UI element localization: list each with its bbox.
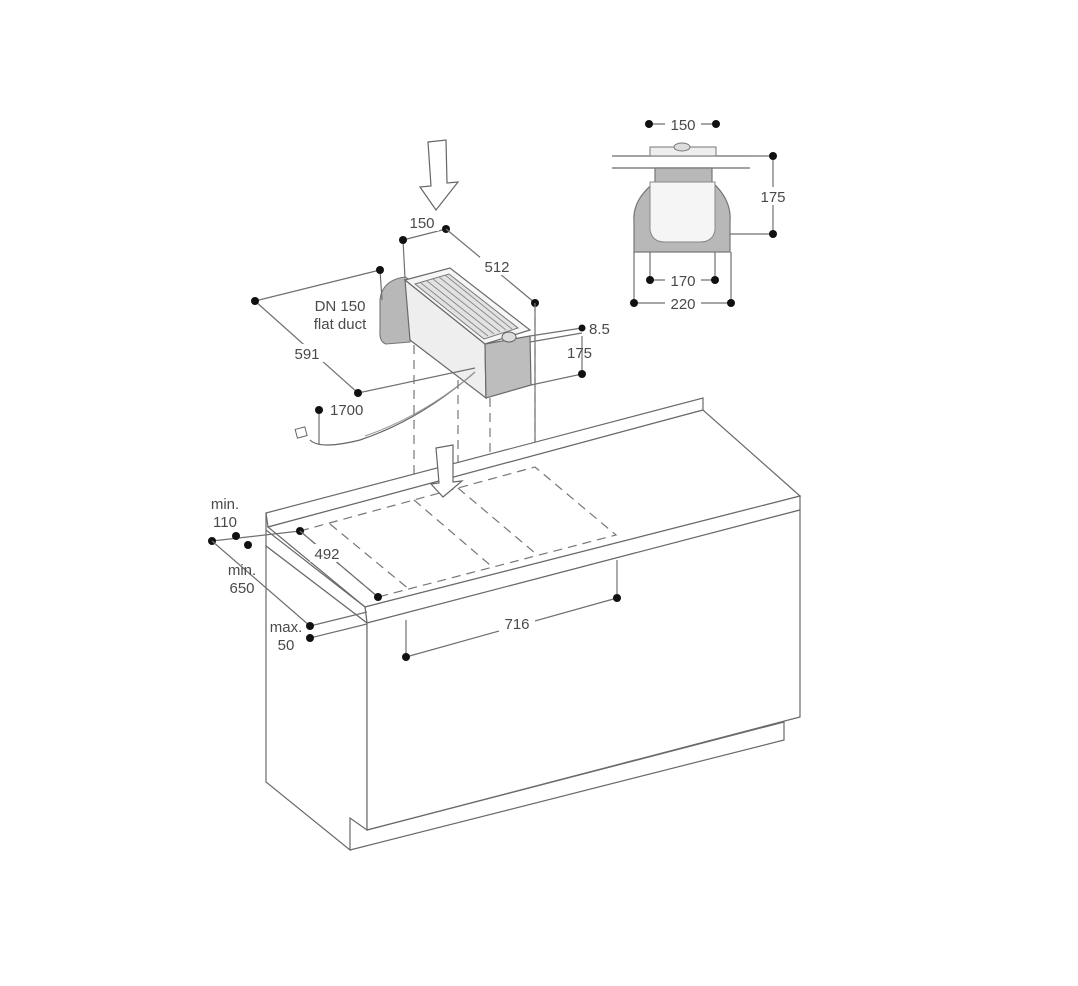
unit-depth-label: 591 <box>294 346 319 363</box>
duct-label-line1: DN 150 <box>315 298 366 315</box>
duct-label-line2: flat duct <box>314 316 367 333</box>
cable-length-label: 1700 <box>330 402 363 419</box>
section-outer-width-label: 220 <box>670 296 695 313</box>
min-rear-distance-label: 110 <box>213 514 237 531</box>
min-label-b: min. <box>228 562 256 579</box>
section-inner-width-label: 170 <box>670 273 695 290</box>
min-worktop-depth-label: 650 <box>229 580 254 597</box>
min-label-a: min. <box>211 496 239 513</box>
flat-duct-shape <box>379 276 411 345</box>
max-label: max. <box>270 619 303 636</box>
insertion-arrow-lower-icon <box>429 444 464 498</box>
cutout-width-label: 716 <box>504 616 529 633</box>
max-worktop-thickness-label: 50 <box>278 637 295 654</box>
unit-height-label: 175 <box>567 345 592 362</box>
control-knob-icon <box>501 331 517 343</box>
cutout-depth-label: 492 <box>314 546 339 563</box>
section-height-label: 175 <box>760 189 785 206</box>
unit-width-label: 150 <box>409 215 434 232</box>
unit-length-label: 512 <box>484 259 509 276</box>
insertion-arrow-icon <box>418 139 460 212</box>
rim-thickness-label: 8.5 <box>589 321 610 338</box>
duct-cross-section: 150 175 170 220 <box>612 115 790 313</box>
kitchen-cabinet: min. 110 492 min. 650 max. 50 716 <box>208 397 802 852</box>
section-top-width-label: 150 <box>670 117 695 134</box>
